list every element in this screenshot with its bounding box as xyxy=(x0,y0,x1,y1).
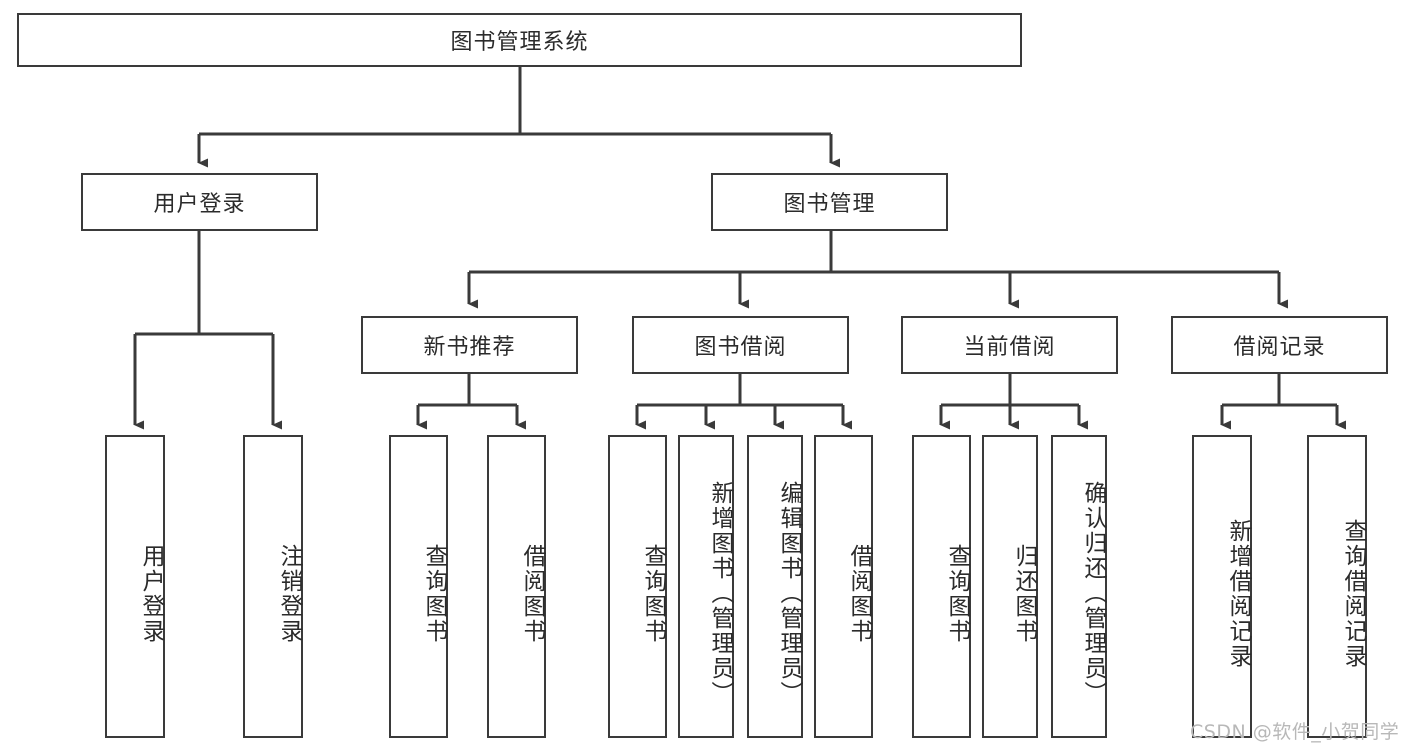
node-book-borrow[interactable]: 图书借阅 xyxy=(632,316,849,374)
watermark-text: CSDN @软件_小贺同学 xyxy=(1190,721,1400,743)
node-book-management[interactable]: 图书管理 xyxy=(711,173,948,231)
node-label: 编辑图书（管理员） xyxy=(776,481,802,706)
node-current-borrow[interactable]: 当前借阅 xyxy=(901,316,1118,374)
leaf-query-book-borrow[interactable]: 查询图书 xyxy=(608,435,667,738)
node-label: 当前借阅 xyxy=(963,335,1056,360)
leaf-logout[interactable]: 注销登录 xyxy=(243,435,303,738)
leaf-query-book-recommend[interactable]: 查询图书 xyxy=(389,435,448,738)
node-label: 借阅图书 xyxy=(846,543,872,644)
node-label: 查询图书 xyxy=(421,543,447,644)
leaf-return-book[interactable]: 归还图书 xyxy=(982,435,1038,738)
leaf-borrow-book-recommend[interactable]: 借阅图书 xyxy=(487,435,546,738)
node-label: 新增借阅记录 xyxy=(1225,518,1251,669)
node-label: 借阅图书 xyxy=(519,543,545,644)
node-label: 注销登录 xyxy=(276,543,302,644)
node-root-book-management-system[interactable]: 图书管理系统 xyxy=(17,13,1022,67)
node-user-login[interactable]: 用户登录 xyxy=(81,173,318,231)
node-label: 查询借阅记录 xyxy=(1340,518,1366,669)
node-borrow-record[interactable]: 借阅记录 xyxy=(1171,316,1388,374)
leaf-query-borrow-record[interactable]: 查询借阅记录 xyxy=(1307,435,1367,738)
leaf-query-book-current[interactable]: 查询图书 xyxy=(912,435,971,738)
csdn-watermark: CSDN @软件_小贺同学 xyxy=(1190,717,1399,744)
node-label: 用户登录 xyxy=(138,543,164,644)
node-label: 图书管理 xyxy=(783,192,876,217)
leaf-borrow-book[interactable]: 借阅图书 xyxy=(814,435,873,738)
node-label: 查询图书 xyxy=(944,543,970,644)
node-label: 查询图书 xyxy=(640,543,666,644)
leaf-add-book-admin[interactable]: 新增图书（管理员） xyxy=(678,435,734,738)
leaf-user-login[interactable]: 用户登录 xyxy=(105,435,165,738)
node-label: 用户登录 xyxy=(153,192,246,217)
node-label: 新书推荐 xyxy=(423,335,516,360)
node-new-book-recommend[interactable]: 新书推荐 xyxy=(361,316,578,374)
leaf-edit-book-admin[interactable]: 编辑图书（管理员） xyxy=(747,435,803,738)
node-label: 新增图书（管理员） xyxy=(707,481,733,706)
node-label: 归还图书 xyxy=(1011,543,1037,644)
node-label: 图书借阅 xyxy=(694,335,787,360)
node-label: 图书管理系统 xyxy=(450,30,589,55)
leaf-add-borrow-record[interactable]: 新增借阅记录 xyxy=(1192,435,1252,738)
node-label: 确认归还（管理员） xyxy=(1080,481,1106,706)
leaf-confirm-return-admin[interactable]: 确认归还（管理员） xyxy=(1051,435,1107,738)
node-label: 借阅记录 xyxy=(1233,335,1326,360)
